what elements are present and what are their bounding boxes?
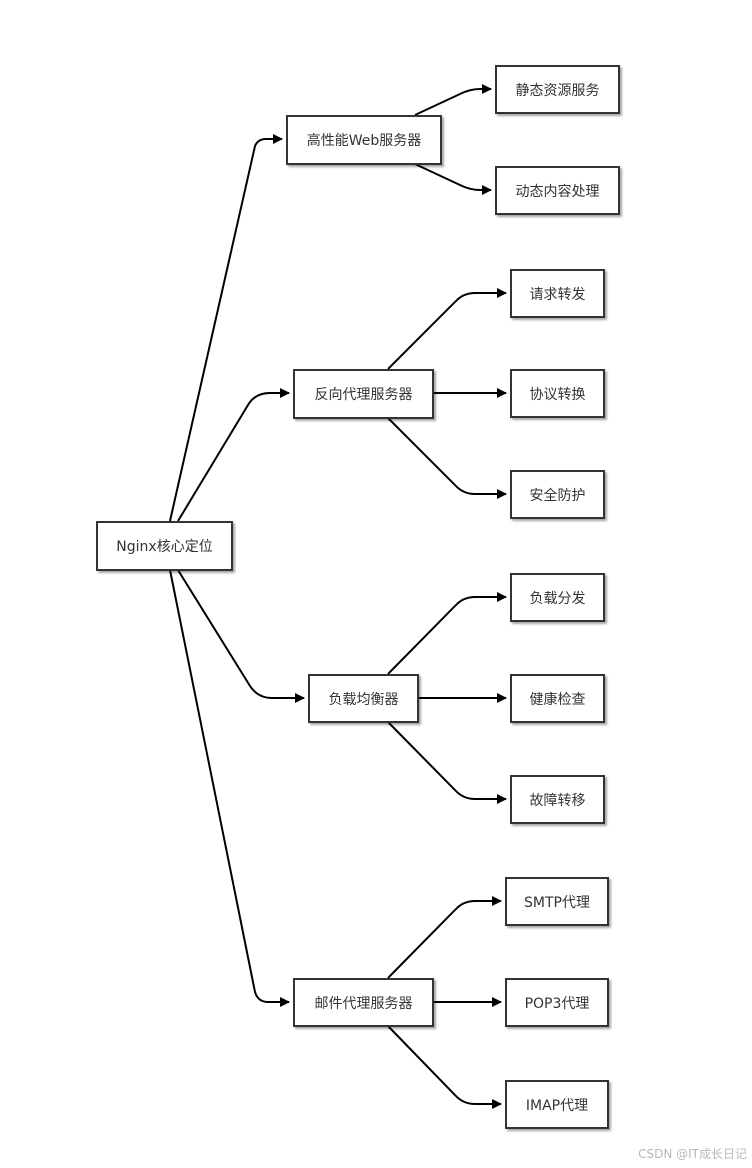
leaf-node-dynamic-content: 动态内容处理 <box>495 166 620 215</box>
branch-node-load-balancer: 负载均衡器 <box>308 674 419 723</box>
edge-root-to-mail-proxy <box>169 569 290 1007</box>
leaf-node-imap-proxy: IMAP代理 <box>505 1080 609 1129</box>
edge-lb-to-failover <box>387 721 507 804</box>
edge-proxy-to-forward <box>387 288 507 370</box>
branch-node-reverse-proxy: 反向代理服务器 <box>293 369 434 419</box>
edge-mail-to-smtp <box>387 896 502 979</box>
leaf-node-load-distribution: 负载分发 <box>510 573 605 622</box>
leaf-node-failover: 故障转移 <box>510 775 605 824</box>
leaf-node-request-forwarding: 请求转发 <box>510 269 605 318</box>
edge-web-to-dynamic <box>414 163 492 195</box>
edge-root-to-web-server <box>169 134 283 522</box>
edge-mail-to-imap <box>387 1025 502 1109</box>
edge-root-to-load-balancer <box>177 569 305 703</box>
branch-node-web-server: 高性能Web服务器 <box>286 115 442 165</box>
watermark-text: CSDN @IT成长日记 <box>638 1147 747 1161</box>
leaf-node-security-protection: 安全防护 <box>510 470 605 519</box>
root-node: Nginx核心定位 <box>96 521 233 571</box>
edge-proxy-to-security <box>387 417 507 499</box>
edge-root-to-reverse-proxy <box>177 388 290 522</box>
leaf-node-protocol-conversion: 协议转换 <box>510 369 605 418</box>
leaf-node-smtp-proxy: SMTP代理 <box>505 877 609 926</box>
leaf-node-static-resource: 静态资源服务 <box>495 65 620 114</box>
leaf-node-health-check: 健康检查 <box>510 674 605 723</box>
leaf-node-pop3-proxy: POP3代理 <box>505 978 609 1027</box>
branch-node-mail-proxy: 邮件代理服务器 <box>293 978 434 1027</box>
edge-web-to-static <box>414 84 492 116</box>
edge-lb-to-distribution <box>387 592 507 675</box>
